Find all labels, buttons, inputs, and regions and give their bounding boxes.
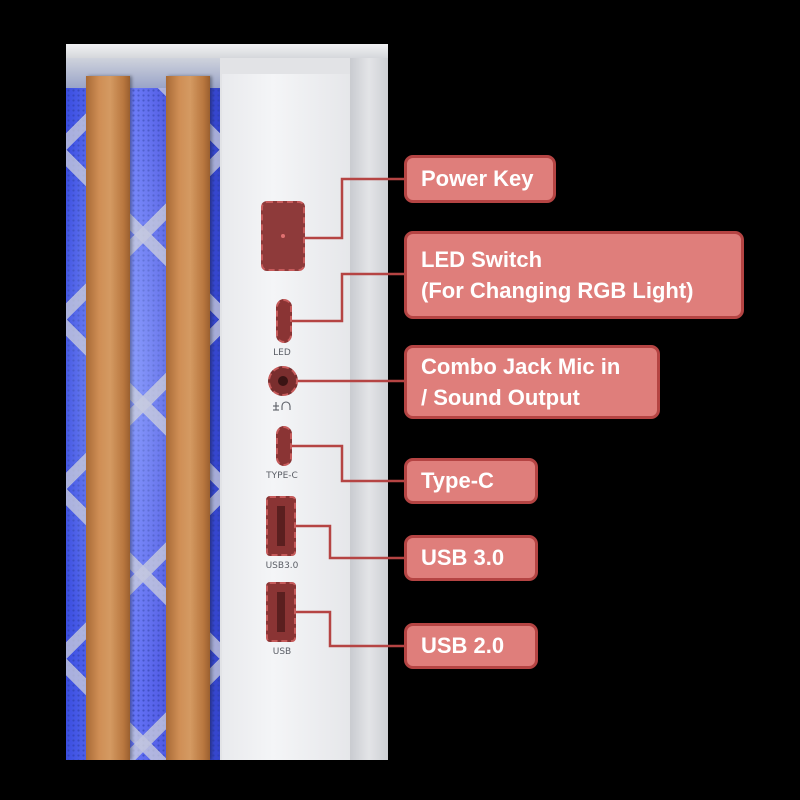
combo-audio-jack[interactable] (268, 366, 298, 396)
wood-slat-right (166, 76, 210, 760)
wood-slat-left (86, 76, 130, 760)
callout-usb-2-0: USB 2.0 (404, 623, 538, 669)
callout-combo-line2: / Sound Output (421, 385, 580, 410)
usb-3-0-port[interactable] (266, 496, 296, 556)
led-port-label: LED (273, 348, 291, 358)
callout-type-c-text: Type-C (421, 468, 494, 493)
callout-type-c: Type-C (404, 458, 538, 504)
usb-2-0-port-label: USB (272, 647, 292, 657)
usb-2-0-port[interactable] (266, 582, 296, 642)
type-c-port[interactable] (276, 426, 292, 466)
usb-connector-tongue (277, 592, 285, 632)
callout-combo-line1: Combo Jack Mic in (421, 354, 621, 379)
headset-mic-icon (273, 401, 291, 411)
callout-led-switch-line1: LED Switch (421, 247, 543, 272)
power-key-button[interactable] (261, 201, 305, 271)
front-io-panel (222, 74, 350, 760)
callout-led-switch-line2: (For Changing RGB Light) (421, 278, 694, 303)
jack-hole (278, 376, 288, 386)
usb-connector-tongue (277, 506, 285, 546)
callout-power-key-text: Power Key (421, 166, 534, 191)
leader-power-key (305, 177, 404, 240)
callout-usb-2-0-text: USB 2.0 (421, 633, 505, 658)
usb-3-0-port-label: USB3.0 (265, 561, 299, 571)
leader-type-c (292, 444, 404, 483)
case-top-edge (66, 44, 388, 58)
led-switch-button[interactable] (276, 299, 292, 343)
power-indicator-dot (281, 234, 285, 238)
callout-led-switch: LED Switch (For Changing RGB Light) (404, 231, 744, 319)
case-side-edge (350, 58, 388, 760)
callout-combo-jack: Combo Jack Mic in / Sound Output (404, 345, 660, 419)
leader-usb-3-0 (296, 524, 404, 560)
callout-usb-3-0-text: USB 3.0 (421, 545, 505, 570)
leader-led-switch (292, 272, 404, 323)
callout-usb-3-0: USB 3.0 (404, 535, 538, 581)
leader-usb-2-0 (296, 610, 404, 648)
callout-power-key: Power Key (404, 155, 556, 203)
type-c-port-label: TYPE-C (266, 471, 298, 481)
